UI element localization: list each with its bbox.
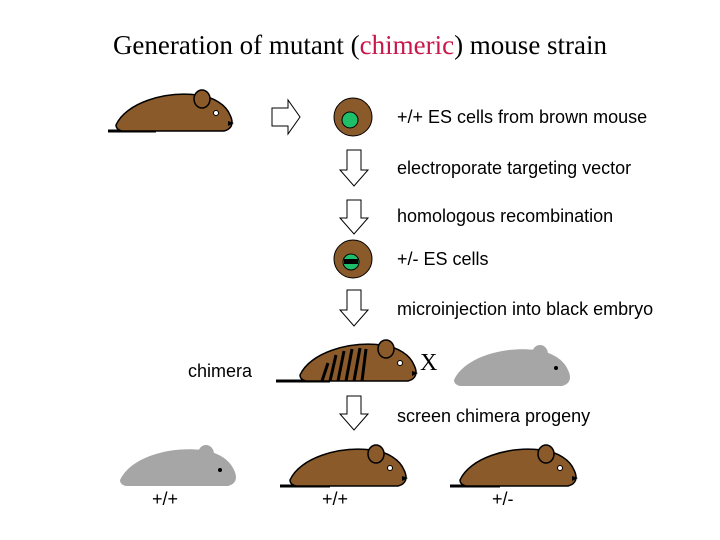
progeny-mouse-gray — [120, 445, 236, 486]
es-cell-heterozygous-icon — [333, 239, 373, 279]
title-highlight: chimeric — [359, 30, 455, 60]
es-cell-wildtype-icon — [333, 97, 373, 137]
step-label: electroporate targeting vector — [397, 158, 632, 178]
progeny-mouse-brown — [280, 444, 408, 488]
step-label: homologous recombination — [397, 206, 614, 226]
arrow-down-icon — [338, 149, 370, 187]
brown-mouse-donor — [108, 89, 234, 133]
black-mouse-mate — [454, 345, 570, 386]
page-title: Generation of mutant (chimeric) mouse st… — [112, 30, 608, 60]
step-label: +/+ ES cells from brown mouse — [397, 107, 648, 127]
progeny-mouse-brown-het — [450, 444, 578, 488]
arrow-down-icon — [338, 395, 370, 431]
arrow-right-icon — [271, 98, 301, 136]
progeny-label: +/+ — [322, 489, 349, 509]
cross-symbol: X — [420, 350, 438, 376]
chimera-mouse — [276, 339, 418, 383]
arrow-down-icon — [338, 289, 370, 327]
progeny-label: +/- — [492, 489, 514, 509]
progeny-label: +/+ — [152, 489, 179, 509]
step-label: screen chimera progeny — [397, 406, 591, 426]
step-label: microinjection into black embryo — [397, 299, 654, 319]
arrow-down-icon — [338, 199, 370, 235]
chimera-label: chimera — [188, 361, 253, 381]
step-label: +/- ES cells — [397, 249, 489, 269]
